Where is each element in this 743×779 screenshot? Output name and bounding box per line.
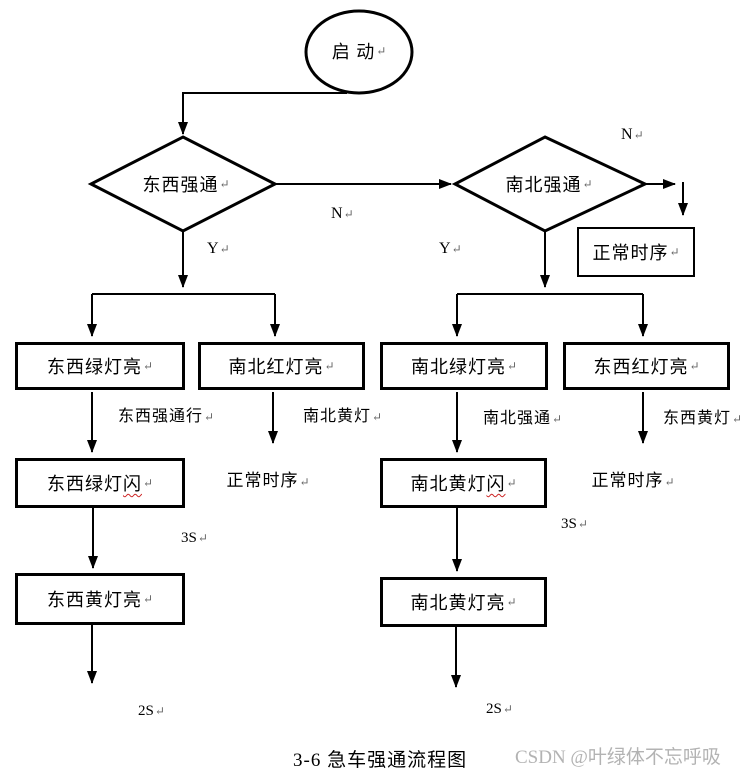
paragraph-mark: ↵ — [372, 410, 383, 424]
paragraph-mark: ↵ — [506, 594, 517, 609]
paragraph-mark: ↵ — [142, 475, 154, 490]
paragraph-mark: ↵ — [451, 242, 462, 256]
paragraph-mark: ↵ — [664, 475, 675, 489]
decision-ns-label: 南北强通↵ — [505, 171, 593, 197]
paragraph-mark: ↵ — [506, 475, 517, 490]
paragraph-mark: ↵ — [219, 242, 230, 256]
figure-caption: 3-6 急车强通流程图 — [293, 750, 468, 771]
node-normal-seq-top: 正常时序↵ — [577, 227, 695, 277]
node-ns-yellow-on: 南北黄灯亮↵ — [380, 577, 547, 627]
paragraph-mark: ↵ — [376, 43, 387, 58]
spellcheck-underline: 闪 — [122, 474, 142, 494]
paragraph-mark: ↵ — [506, 358, 518, 373]
paragraph-mark: ↵ — [219, 176, 230, 191]
start-node-label: 启 动↵ — [331, 38, 387, 64]
paragraph-mark: ↵ — [142, 358, 154, 373]
node-ew-green-on: 东西绿灯亮↵ — [15, 342, 185, 390]
node-ns-green-on: 南北绿灯亮↵ — [380, 342, 548, 390]
label-2s-left: 2S↵ — [138, 703, 165, 719]
paragraph-mark: ↵ — [633, 128, 644, 142]
paragraph-mark: ↵ — [204, 410, 215, 424]
paragraph-mark: ↵ — [732, 412, 743, 426]
node-ew-yellow-on: 东西黄灯亮↵ — [15, 573, 185, 625]
text-normal-seq-left: 正常时序↵ — [226, 471, 310, 490]
decision-ew-label: 东西强通↵ — [142, 171, 230, 197]
paragraph-mark: ↵ — [197, 531, 208, 545]
label-ns-force: 南北强通↵ — [483, 410, 563, 427]
label-ew-force-pass: 东西强通行↵ — [118, 408, 215, 425]
spellcheck-underline: 闪 — [486, 474, 506, 494]
label-2s-right: 2S↵ — [486, 701, 513, 717]
paragraph-mark: ↵ — [343, 207, 354, 221]
paragraph-mark: ↵ — [299, 475, 310, 489]
label-ns-yellow: 南北黄灯↵ — [303, 408, 383, 425]
label-3s-left: 3S↵ — [181, 530, 208, 546]
label-3s-right: 3S↵ — [561, 516, 588, 532]
paragraph-mark: ↵ — [582, 176, 593, 191]
paragraph-mark: ↵ — [142, 591, 154, 606]
connector-start-to-ew-decision — [178, 92, 347, 135]
node-ns-red-on: 南北红灯亮↵ — [198, 342, 365, 390]
text-normal-seq-right: 正常时序↵ — [591, 471, 675, 490]
node-ns-yellow-flash: 南北黄灯闪↵ — [380, 458, 547, 508]
paragraph-mark: ↵ — [577, 517, 588, 531]
node-ew-green-flash: 东西绿灯闪↵ — [15, 458, 185, 508]
paragraph-mark: ↵ — [502, 702, 513, 716]
label-y-right: Y↵ — [439, 240, 462, 257]
label-n-between: N↵ — [331, 205, 354, 222]
paragraph-mark: ↵ — [669, 244, 680, 259]
node-ew-red-on: 东西红灯亮↵ — [563, 342, 730, 390]
label-y-left: Y↵ — [207, 240, 230, 257]
paragraph-mark: ↵ — [154, 704, 165, 718]
paragraph-mark: ↵ — [552, 412, 563, 426]
csdn-watermark: CSDN @叶绿体不忘呼吸 — [515, 747, 721, 768]
paragraph-mark: ↵ — [324, 358, 335, 373]
paragraph-mark: ↵ — [689, 358, 700, 373]
label-ew-yellow: 东西黄灯↵ — [663, 410, 743, 427]
label-n-topright: N↵ — [621, 126, 644, 143]
